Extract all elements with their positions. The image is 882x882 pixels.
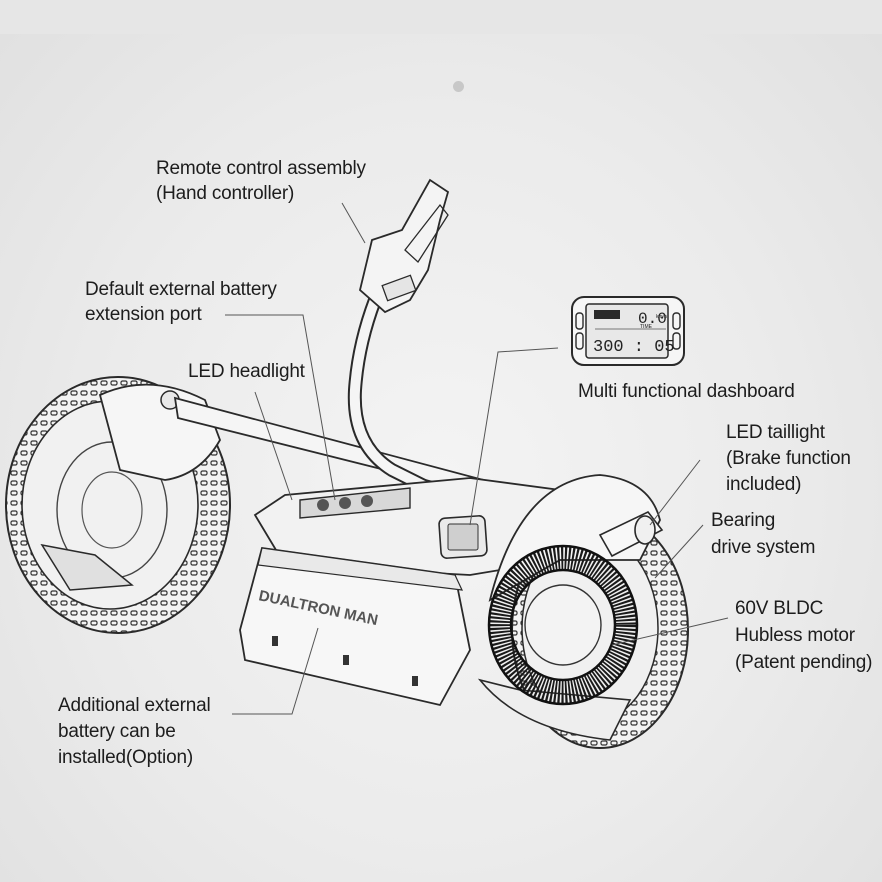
label-additional-battery: Additional external battery can be insta… bbox=[58, 695, 211, 768]
battery-box bbox=[239, 546, 471, 707]
hand-controller bbox=[347, 178, 450, 497]
leader-dashboard bbox=[469, 347, 559, 526]
hubless-motor bbox=[487, 544, 639, 706]
dashboard-time-label: TIME bbox=[640, 324, 653, 330]
label-led-headlight: LED headlight bbox=[188, 361, 305, 382]
decorative-dot bbox=[453, 81, 464, 92]
taillight bbox=[598, 510, 664, 558]
dashboard-unit: km/h bbox=[656, 314, 667, 320]
label-bearing: Bearing drive system bbox=[711, 510, 816, 558]
label-remote-control: Remote control assembly (Hand controller… bbox=[156, 158, 366, 204]
leader-remote bbox=[341, 202, 366, 244]
leader-lines bbox=[225, 202, 729, 715]
label-motor: 60V BLDC Hubless motor (Patent pending) bbox=[735, 598, 873, 673]
leader-port bbox=[225, 314, 336, 501]
dashboard-time: 300 : 05 bbox=[593, 338, 675, 357]
dashboard-speed: 0.0 bbox=[638, 310, 667, 328]
dashboard-inset bbox=[571, 296, 685, 366]
leader-headlight bbox=[254, 391, 293, 501]
leader-taillight bbox=[649, 459, 701, 526]
top-band bbox=[0, 0, 882, 34]
leader-bearing bbox=[654, 524, 704, 579]
label-dashboard: Multi functional dashboard bbox=[578, 381, 795, 402]
front-wheel bbox=[5, 376, 231, 634]
leader-motor bbox=[611, 617, 729, 646]
label-led-taillight: LED taillight (Brake function included) bbox=[726, 422, 851, 495]
label-battery-port: Default external battery extension port bbox=[85, 279, 277, 325]
leader-battery bbox=[232, 627, 319, 715]
